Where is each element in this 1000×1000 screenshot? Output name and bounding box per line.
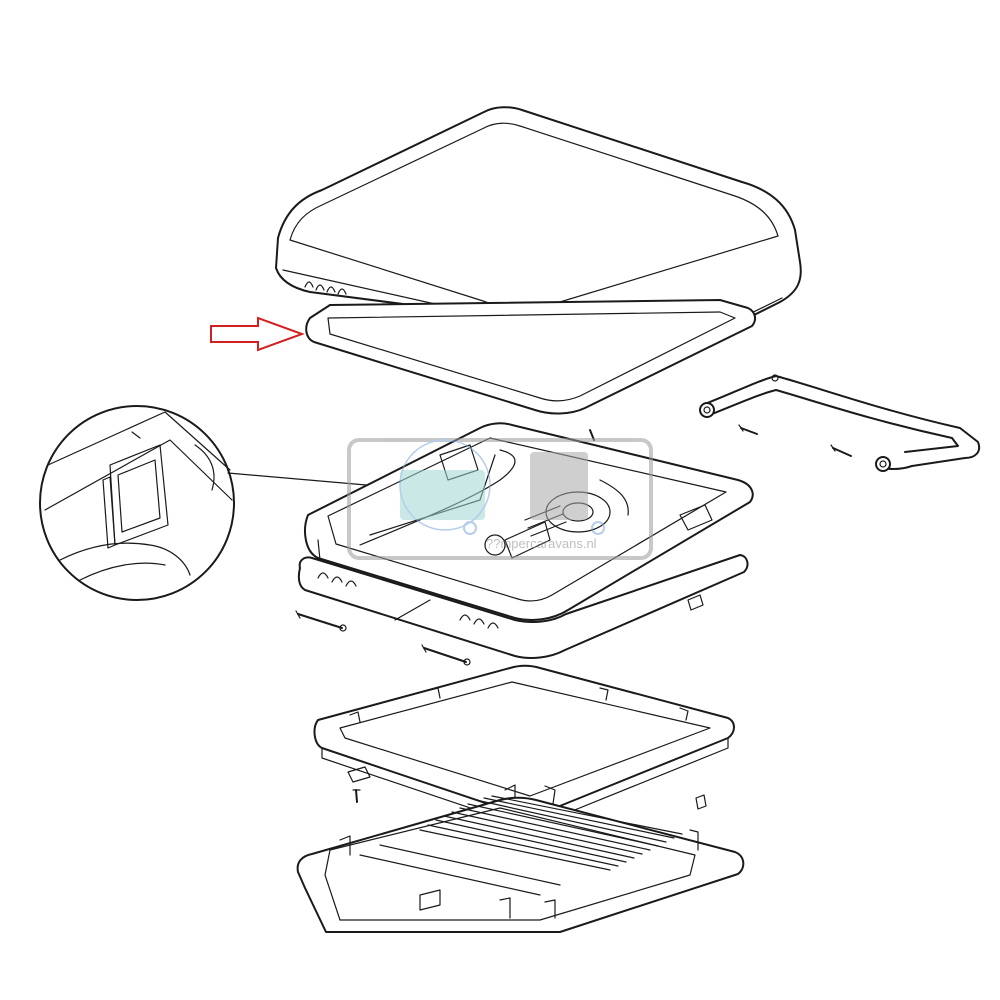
red-arrow-to-seal-frame: [210, 316, 305, 352]
detail-circle-latch: [39, 405, 471, 601]
inner-frame-with-fly-screen: [296, 795, 745, 933]
mounting-frame: [313, 664, 735, 826]
hinge-arm: [699, 374, 981, 472]
watermark-text: ??mpercaravans.nl: [486, 536, 597, 551]
watermark-logo: ??mpercaravans.nl: [347, 438, 653, 560]
dome-seal-frame: [305, 299, 757, 415]
mounting-bolts: [295, 610, 707, 810]
